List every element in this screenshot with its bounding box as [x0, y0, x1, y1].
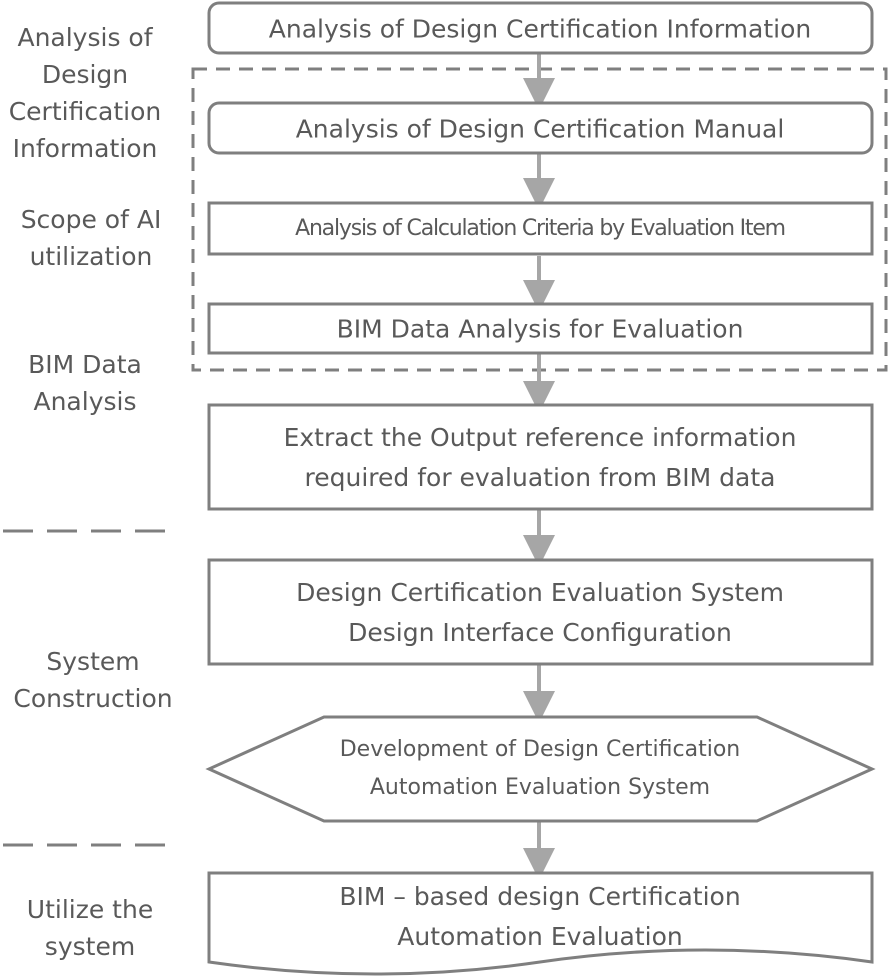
analysis-info-box	[207, 1, 874, 55]
side-label-ai-scope: Scope of AI utilization	[20, 205, 162, 271]
manual-box	[207, 101, 874, 155]
side-label-system-construction: System Construction	[13, 647, 173, 713]
side-label-bim-analysis: BIM Data Analysis	[28, 350, 142, 416]
bim-based-label: BIM – based design Certification Automat…	[339, 882, 741, 951]
analysis-info-label: Analysis of Design Certification Informa…	[268, 14, 812, 44]
development-hexagon	[205, 715, 876, 823]
criteria-label: Analysis of Calculation Criteria by Eval…	[295, 216, 786, 241]
side-label-analysis-design: Analysis of Design Certification Informa…	[8, 23, 162, 163]
extract-box	[207, 403, 874, 511]
bim-eval-label: BIM Data Analysis for Evaluation	[336, 314, 744, 344]
criteria-box	[207, 201, 874, 256]
manual-label: Analysis of Design Certification Manual	[295, 114, 785, 144]
bim-eval-box	[207, 302, 874, 355]
bim-based-document-shape	[207, 871, 874, 976]
side-label-utilize: Utilize the system	[26, 895, 154, 961]
extract-label: Extract the Output reference information…	[283, 423, 797, 492]
interface-box	[207, 558, 874, 666]
interface-label: Design Certification Evaluation System D…	[296, 578, 784, 647]
development-label: Development of Design Certification Auto…	[339, 737, 741, 800]
